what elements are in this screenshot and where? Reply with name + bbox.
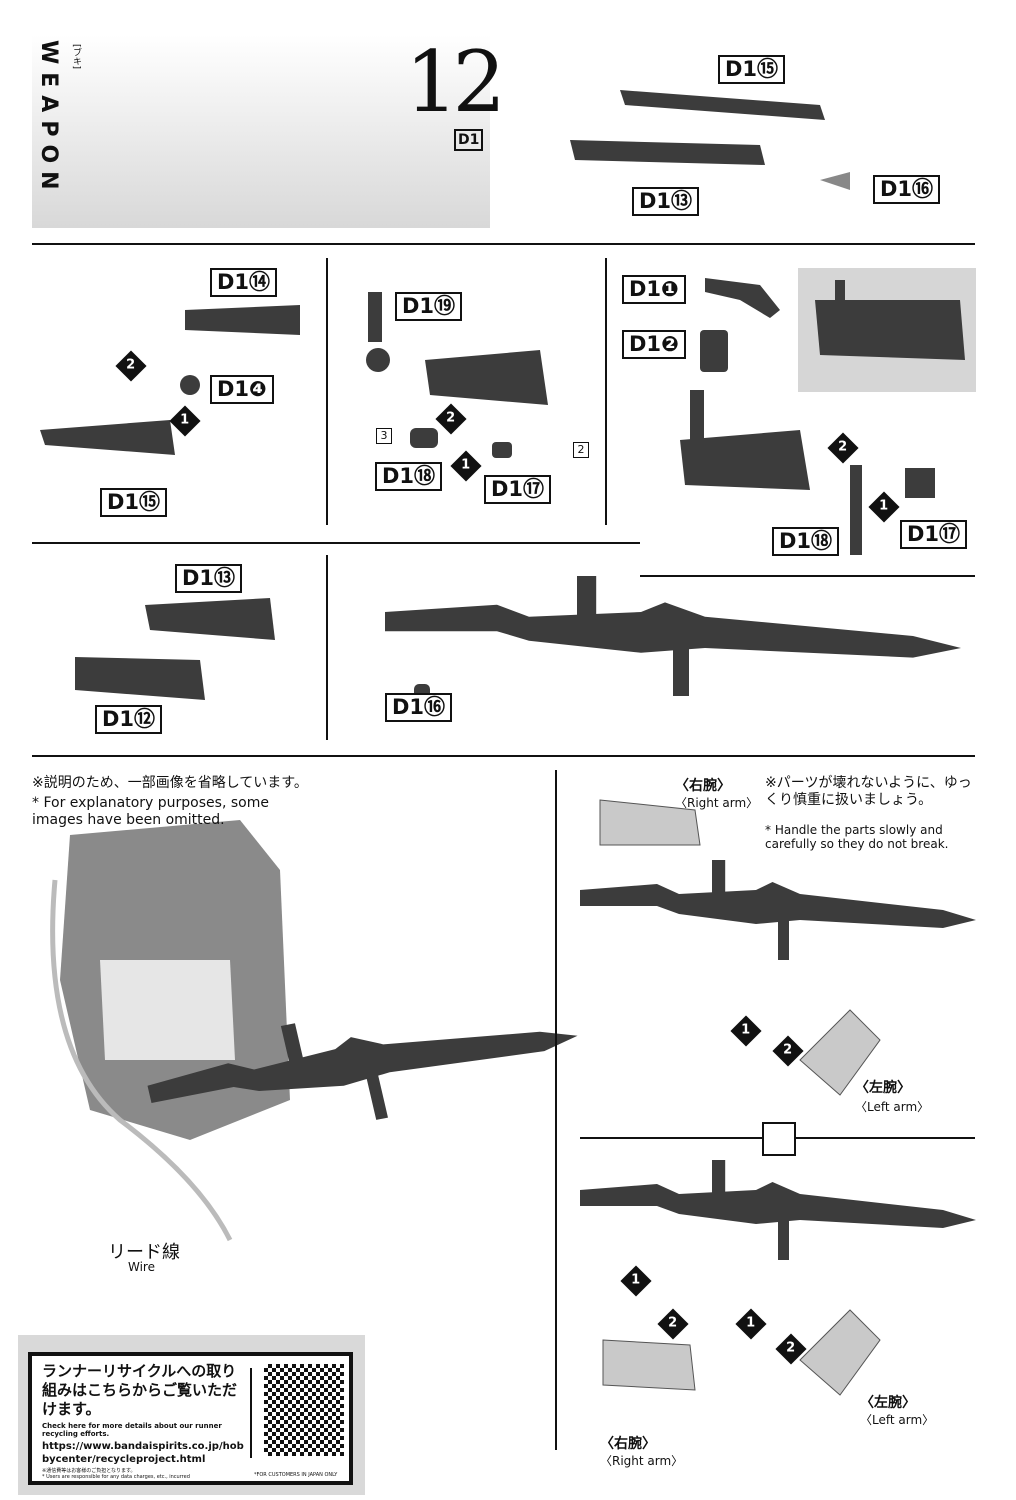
- part-label: D1⑰: [900, 520, 968, 549]
- right-arm-label-en: 〈Right arm〉: [600, 1454, 684, 1468]
- barrel-parts: [570, 90, 850, 190]
- part-label: D1⑮: [718, 55, 786, 84]
- part-label: D1⑯: [873, 175, 941, 204]
- japan-only-note: *FOR CUSTOMERS IN JAPAN ONLY: [254, 1472, 338, 1478]
- divider: [640, 575, 975, 577]
- quantity-badge: 3: [376, 428, 392, 444]
- step-b-parts: [366, 292, 548, 458]
- left-arm-label-jp: 〈左腕〉: [860, 1395, 916, 1411]
- left-arm-label-en: 〈Left arm〉: [860, 1413, 935, 1427]
- care-note-en: * Handle the parts slowly and carefully …: [765, 823, 949, 851]
- part-label: D1⑬: [632, 187, 700, 216]
- qr-code[interactable]: [264, 1364, 344, 1456]
- robot-illustration: [60, 820, 290, 1140]
- step-d-parts: [75, 598, 275, 700]
- part-label: D1⑲: [395, 292, 463, 321]
- divider: [555, 770, 557, 1450]
- part-label: D1❶: [622, 275, 686, 304]
- part-label: D1⑭: [210, 268, 278, 297]
- right-arm-label-en: 〈Right arm〉: [675, 796, 759, 810]
- recycle-fine-jp: ※通信費等はお客様のご負担となります。: [42, 1468, 136, 1474]
- divider: [32, 243, 975, 245]
- step-number: 12: [405, 33, 506, 131]
- omit-note-jp: ※説明のため、一部画像を省略しています。: [32, 775, 308, 791]
- part-label: D1⑱: [772, 527, 840, 556]
- step-header: [32, 35, 490, 228]
- alternate-pose-icon: [762, 1122, 796, 1156]
- divider: [326, 555, 328, 740]
- divider: [326, 258, 328, 525]
- part-label: D1⑯: [385, 693, 453, 722]
- recycle-text-en: Check here for more details about our ru…: [42, 1422, 222, 1438]
- step-c-parts: [680, 278, 935, 555]
- divider: [250, 1368, 252, 1458]
- recycle-url[interactable]: https://www.bandaispirits.co.jp/hobbycen…: [42, 1441, 244, 1465]
- care-note-jp: ※パーツが壊れないように、ゆっくり慎重に扱いましょう。: [765, 775, 972, 808]
- part-label: D1❹: [210, 375, 274, 404]
- part-label: D1⑰: [484, 475, 552, 504]
- recycle-fine-en: * Users are responsible for any data cha…: [42, 1474, 190, 1480]
- wire-label-jp: リード線: [108, 1242, 180, 1263]
- part-label: D1⑬: [175, 564, 243, 593]
- section-title-furigana: [ブキ]: [71, 44, 81, 70]
- divider: [605, 258, 607, 525]
- recycle-box: ランナーリサイクルへの取り組みはこちらからご覧いただけます。 Check her…: [28, 1352, 353, 1485]
- left-arm-label-en: 〈Left arm〉: [855, 1100, 930, 1114]
- divider: [32, 755, 975, 757]
- right-arm-label-jp: 〈右腕〉: [600, 1436, 656, 1452]
- runner-label: D1: [454, 129, 484, 151]
- part-label: D1⑮: [100, 488, 168, 517]
- omit-note-en: * For explanatory purposes, some images …: [32, 795, 269, 828]
- step-a-parts: [40, 305, 300, 455]
- part-label: D1⑫: [95, 705, 163, 734]
- part-label: D1⑱: [375, 462, 443, 491]
- part-label: D1❷: [622, 330, 686, 359]
- assembled-weapon: [385, 576, 961, 696]
- wire-label-en: Wire: [128, 1260, 155, 1274]
- section-title: WEAPON: [36, 40, 61, 198]
- right-arm-label-jp: 〈右腕〉: [675, 778, 731, 794]
- divider: [32, 542, 640, 544]
- recycle-panel: ランナーリサイクルへの取り組みはこちらからご覧いただけます。 Check her…: [18, 1335, 365, 1495]
- recycle-text-jp: ランナーリサイクルへの取り組みはこちらからご覧いただけます。: [42, 1362, 238, 1418]
- left-arm-label-jp: 〈左腕〉: [855, 1080, 911, 1096]
- quantity-badge: 2: [573, 442, 589, 458]
